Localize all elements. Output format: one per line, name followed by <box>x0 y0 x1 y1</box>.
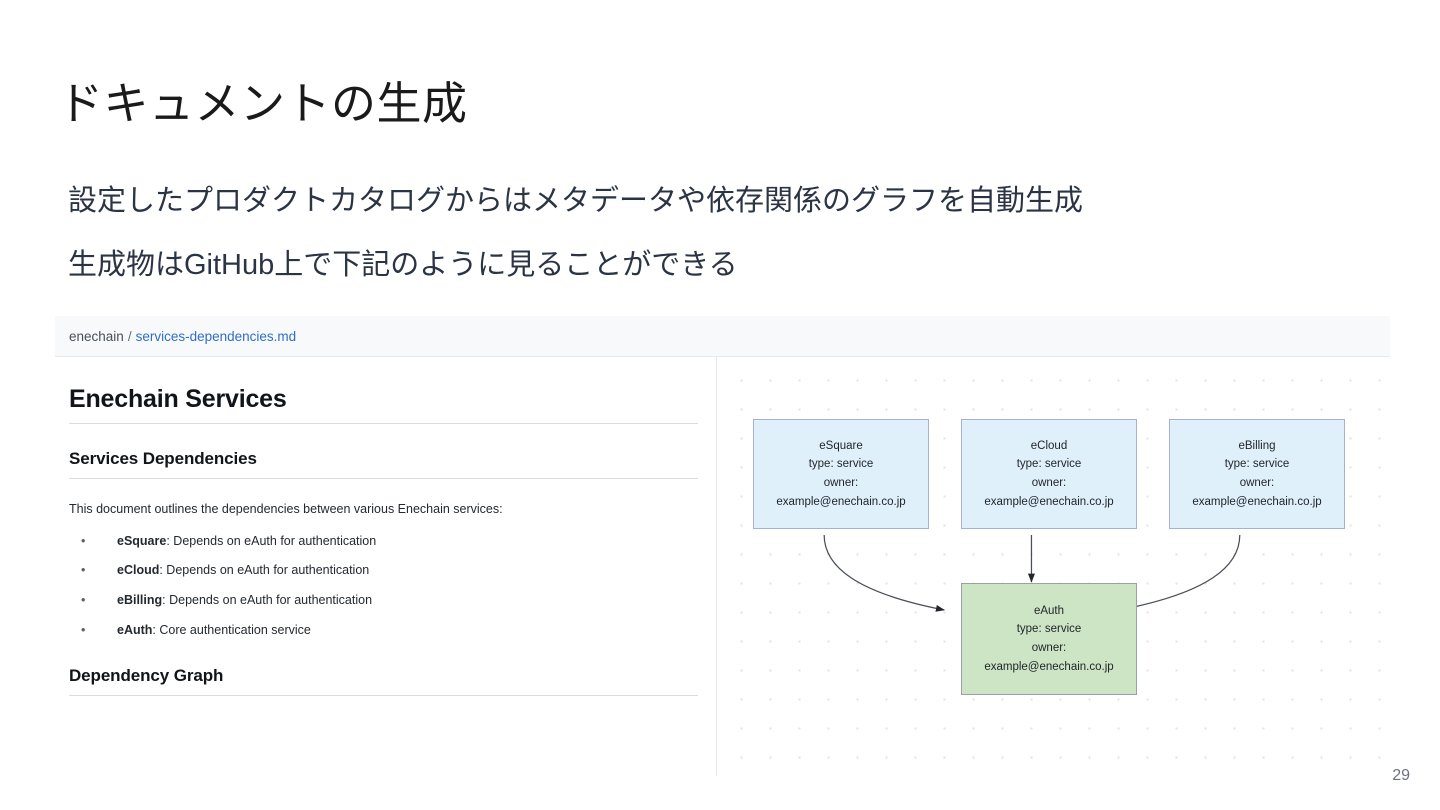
bullet-icon: • <box>81 533 86 548</box>
node-owner-label: owner: <box>823 477 859 489</box>
list-item-description: : Depends on eAuth for authentication <box>166 533 377 548</box>
list-item-service-name: eBilling <box>117 593 163 608</box>
breadcrumb-separator: / <box>127 328 132 344</box>
page-number: 29 <box>1392 767 1410 784</box>
github-file-view: enechain / services-dependencies.md Enec… <box>55 316 1390 776</box>
page-title: ドキュメントの生成 <box>58 78 468 129</box>
bullet-icon: • <box>81 593 86 608</box>
edge-ebilling-to-eauth <box>1119 534 1241 612</box>
node-name: eCloud <box>1030 439 1068 452</box>
node-owner-label: owner: <box>1031 477 1067 489</box>
list-item-service-name: eSquare <box>117 533 167 548</box>
markdown-intro-paragraph: This document outlines the dependencies … <box>69 502 503 516</box>
breadcrumb: enechain / services-dependencies.md <box>55 316 1390 357</box>
node-type: type: service <box>808 458 874 471</box>
list-item-description: : Depends on eAuth for authentication <box>159 563 370 578</box>
breadcrumb-file-link[interactable]: services-dependencies.md <box>135 328 297 344</box>
graph-node-ecloud[interactable]: eCloud type: service owner: example@enec… <box>961 419 1137 529</box>
heading-rule <box>69 423 698 424</box>
node-type: type: service <box>1016 458 1082 471</box>
list-item-description: : Core authentication service <box>152 623 311 638</box>
node-owner-label: owner: <box>1239 477 1275 489</box>
bullet-icon: • <box>81 563 86 578</box>
file-view-body: Enechain Services Services Dependencies … <box>55 357 1390 776</box>
node-type: type: service <box>1016 623 1082 636</box>
markdown-heading-services-dependencies: Services Dependencies <box>69 449 257 468</box>
node-name: eSquare <box>819 439 863 452</box>
node-owner-value: example@enechain.co.jp <box>984 495 1114 508</box>
dependency-list: • eSquare: Depends on eAuth for authenti… <box>69 533 696 640</box>
node-owner-value: example@enechain.co.jp <box>1192 495 1322 508</box>
heading-rule <box>69 478 698 479</box>
dependency-graph-pane: eSquare type: service owner: example@ene… <box>717 357 1390 776</box>
markdown-preview-pane: Enechain Services Services Dependencies … <box>55 357 717 776</box>
slide-subtitle-line-2: 生成物はGitHub上で下記のように見ることができる <box>68 249 738 281</box>
list-item: • eSquare: Depends on eAuth for authenti… <box>69 533 696 550</box>
node-name: eBilling <box>1238 439 1276 452</box>
slide-subtitle-line-1: 設定したプロダクトカタログからはメタデータや依存関係のグラフを自動生成 <box>68 185 1084 217</box>
node-type: type: service <box>1224 458 1290 471</box>
node-name: eAuth <box>1033 604 1065 617</box>
node-owner-value: example@enechain.co.jp <box>776 495 906 508</box>
markdown-heading-dependency-graph: Dependency Graph <box>69 666 224 685</box>
markdown-heading-1: Enechain Services <box>69 385 287 413</box>
list-item: • eAuth: Core authentication service <box>69 622 696 639</box>
graph-node-esquare[interactable]: eSquare type: service owner: example@ene… <box>753 419 929 529</box>
list-item: • eCloud: Depends on eAuth for authentic… <box>69 562 696 579</box>
list-item-service-name: eCloud <box>117 563 160 578</box>
edge-esquare-to-eauth <box>823 534 945 612</box>
graph-node-eauth[interactable]: eAuth type: service owner: example@enech… <box>961 583 1137 695</box>
list-item-service-name: eAuth <box>117 623 153 638</box>
bullet-icon: • <box>81 623 86 638</box>
node-owner-value: example@enechain.co.jp <box>984 660 1114 673</box>
graph-node-ebilling[interactable]: eBilling type: service owner: example@en… <box>1169 419 1345 529</box>
node-owner-label: owner: <box>1031 642 1067 654</box>
list-item-description: : Depends on eAuth for authentication <box>162 593 373 608</box>
list-item: • eBilling: Depends on eAuth for authent… <box>69 592 696 609</box>
dependency-graph-edges <box>823 534 1241 612</box>
heading-rule <box>69 695 698 696</box>
breadcrumb-repo-link[interactable]: enechain <box>69 328 124 344</box>
